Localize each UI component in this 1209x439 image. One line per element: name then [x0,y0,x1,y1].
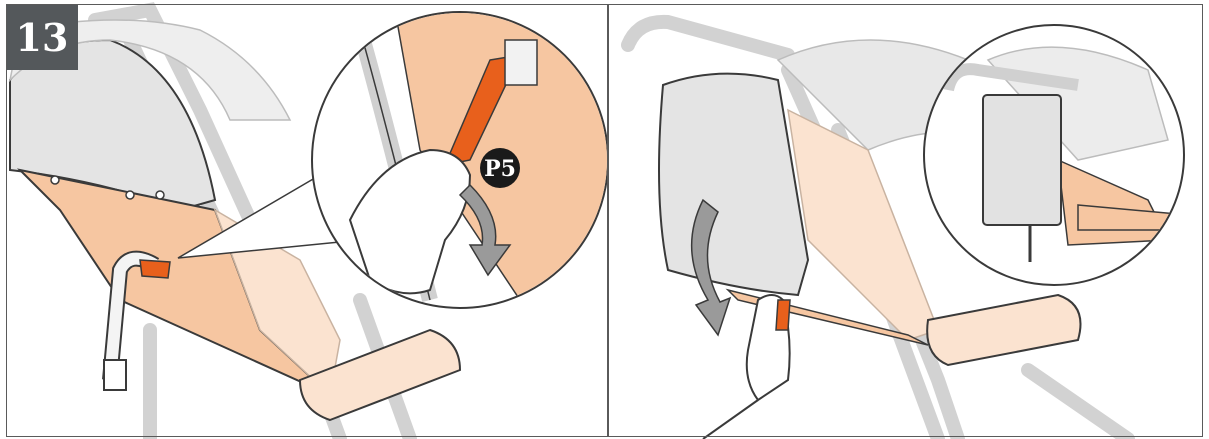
strap-buckle [140,260,170,278]
clip-closeup [505,40,537,85]
right-illustration [608,0,1209,439]
zoom-circle [924,25,1188,285]
panel-divider [607,4,609,437]
zoom-circle [312,10,608,308]
strap-end [104,360,126,390]
strap-buckle [776,300,790,330]
step-number-badge: 13 [6,4,78,70]
folded-bag [983,95,1061,225]
snap-dot [126,191,134,199]
callout-label: P5 [484,156,516,182]
step-panel-right [608,0,1209,439]
rolled-canopy-bag [659,74,808,295]
snap-dot [51,176,59,184]
step-panel-left: P5 13 [0,0,608,439]
callout-marker-icon: P5 [480,148,520,188]
snap-dot [156,191,164,199]
left-illustration: P5 [0,0,608,439]
arm [703,400,758,439]
footrest [927,295,1080,365]
